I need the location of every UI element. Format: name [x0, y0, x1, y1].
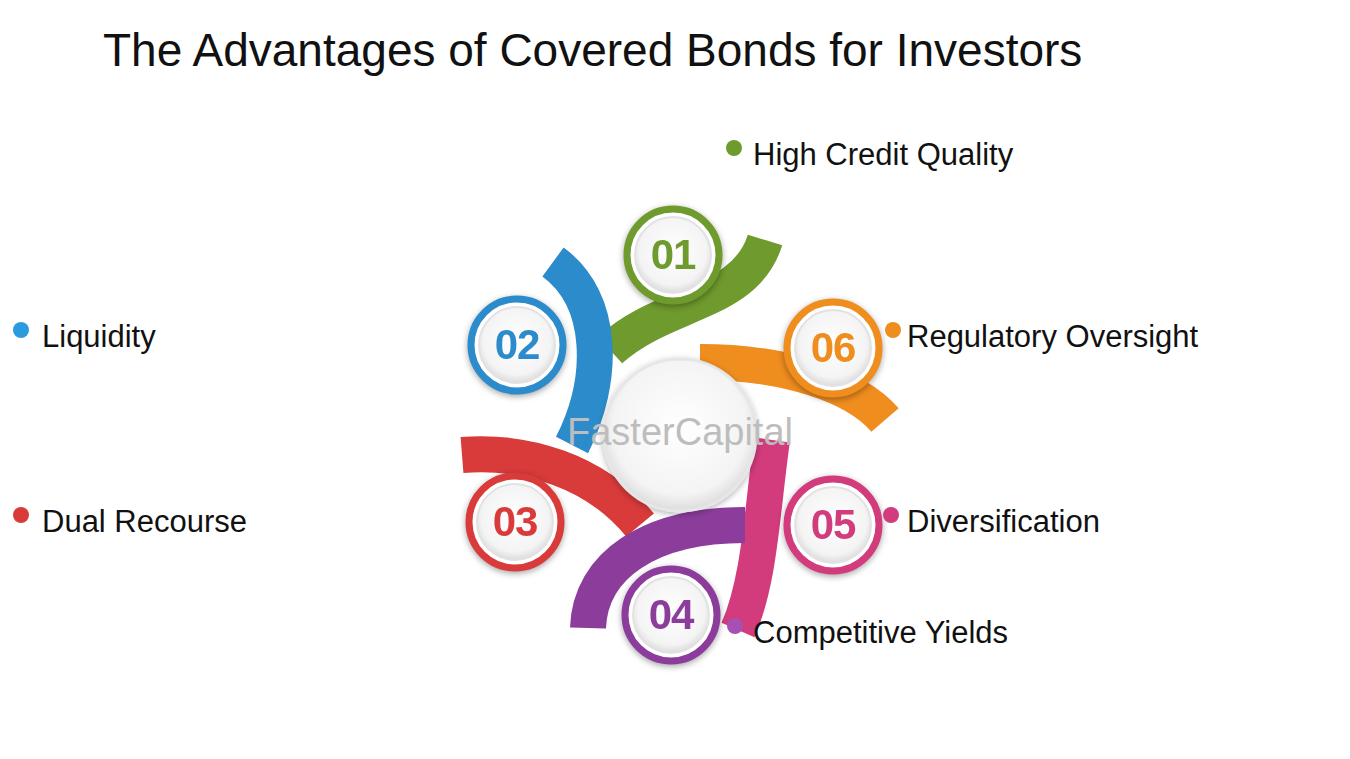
watermark: FasterCapital: [567, 411, 793, 454]
advantage-label: Diversification: [907, 504, 1100, 540]
number-circle: 06: [783, 298, 883, 398]
inner-disc: [635, 217, 711, 293]
number-circle: 05: [783, 475, 883, 575]
advantage-label: Liquidity: [42, 319, 156, 355]
callout-number: 03: [493, 501, 538, 543]
inner-disc: [477, 484, 553, 560]
outer-ring: [625, 569, 717, 661]
callout-number: 04: [649, 594, 694, 636]
bullet-dot: [13, 322, 29, 338]
advantage-label: Regulatory Oversight: [907, 319, 1198, 355]
callout-number: 02: [495, 324, 540, 366]
outer-ring: [787, 302, 879, 394]
inner-disc: [633, 577, 709, 653]
number-circle: 03: [465, 472, 565, 572]
inner-disc: [795, 310, 871, 386]
outer-ring: [627, 209, 719, 301]
outer-ring: [469, 476, 561, 568]
title: The Advantages of Covered Bonds for Inve…: [103, 23, 1082, 77]
bullet-dot: [13, 507, 29, 523]
inner-disc: [479, 307, 555, 383]
advantage-label: High Credit Quality: [753, 137, 1013, 173]
bullet-dot: [727, 618, 743, 634]
advantage-label: Competitive Yields: [753, 615, 1008, 651]
callout-number: 06: [811, 327, 856, 369]
callout-number: 05: [811, 504, 856, 546]
number-circle: 01: [623, 205, 723, 305]
bullet-dot: [726, 140, 742, 156]
bullet-dot: [883, 507, 899, 523]
callout-number: 01: [651, 234, 696, 276]
number-circle: 04: [621, 565, 721, 665]
advantage-label: Dual Recourse: [42, 504, 247, 540]
outer-ring: [471, 299, 563, 391]
inner-disc: [795, 487, 871, 563]
number-circle: 02: [467, 295, 567, 395]
bullet-dot: [885, 322, 901, 338]
outer-ring: [787, 479, 879, 571]
